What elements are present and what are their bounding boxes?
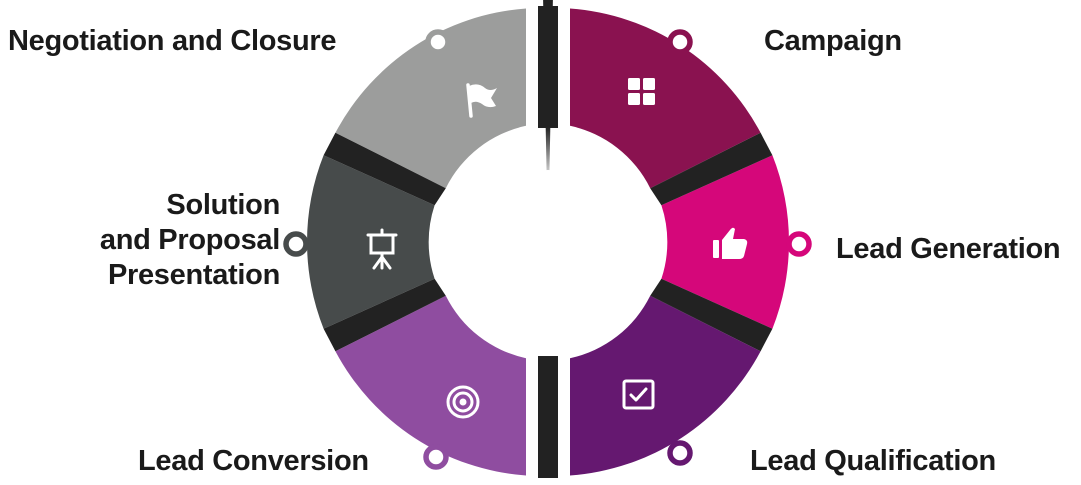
stage-label-campaign: Campaign <box>764 25 902 57</box>
stage-label-negotiation: Negotiation and Closure <box>8 25 337 57</box>
dot-lead-conversion <box>423 444 449 470</box>
flag-icon <box>466 83 497 118</box>
dot-negotiation <box>425 29 451 55</box>
dot-campaign <box>667 29 693 55</box>
connector-dots <box>283 29 812 470</box>
segment-campaign[interactable] <box>570 8 761 189</box>
stage-label-solution-proposal: Solution and Proposal Presentation <box>99 189 280 291</box>
segment-lead-conversion[interactable] <box>335 295 526 476</box>
thumbs-up-icon <box>713 227 748 259</box>
stage-label-lead-generation: Lead Generation <box>836 233 1061 265</box>
segment-dividers <box>323 6 773 478</box>
dot-lead-qualification <box>667 440 693 466</box>
dot-lead-generation <box>786 231 812 257</box>
segment-lead-qualification[interactable] <box>570 295 761 476</box>
target-icon <box>446 385 480 419</box>
stage-label-lead-qualification: Lead Qualification <box>750 445 996 477</box>
center-circle <box>476 170 620 314</box>
checkbox-icon <box>622 379 655 410</box>
grid-icon <box>628 78 655 105</box>
dot-solution-proposal <box>283 231 309 257</box>
segment-negotiation[interactable] <box>335 8 526 189</box>
stage-label-lead-conversion: Lead Conversion <box>138 445 369 477</box>
presentation-board-icon <box>366 228 398 270</box>
